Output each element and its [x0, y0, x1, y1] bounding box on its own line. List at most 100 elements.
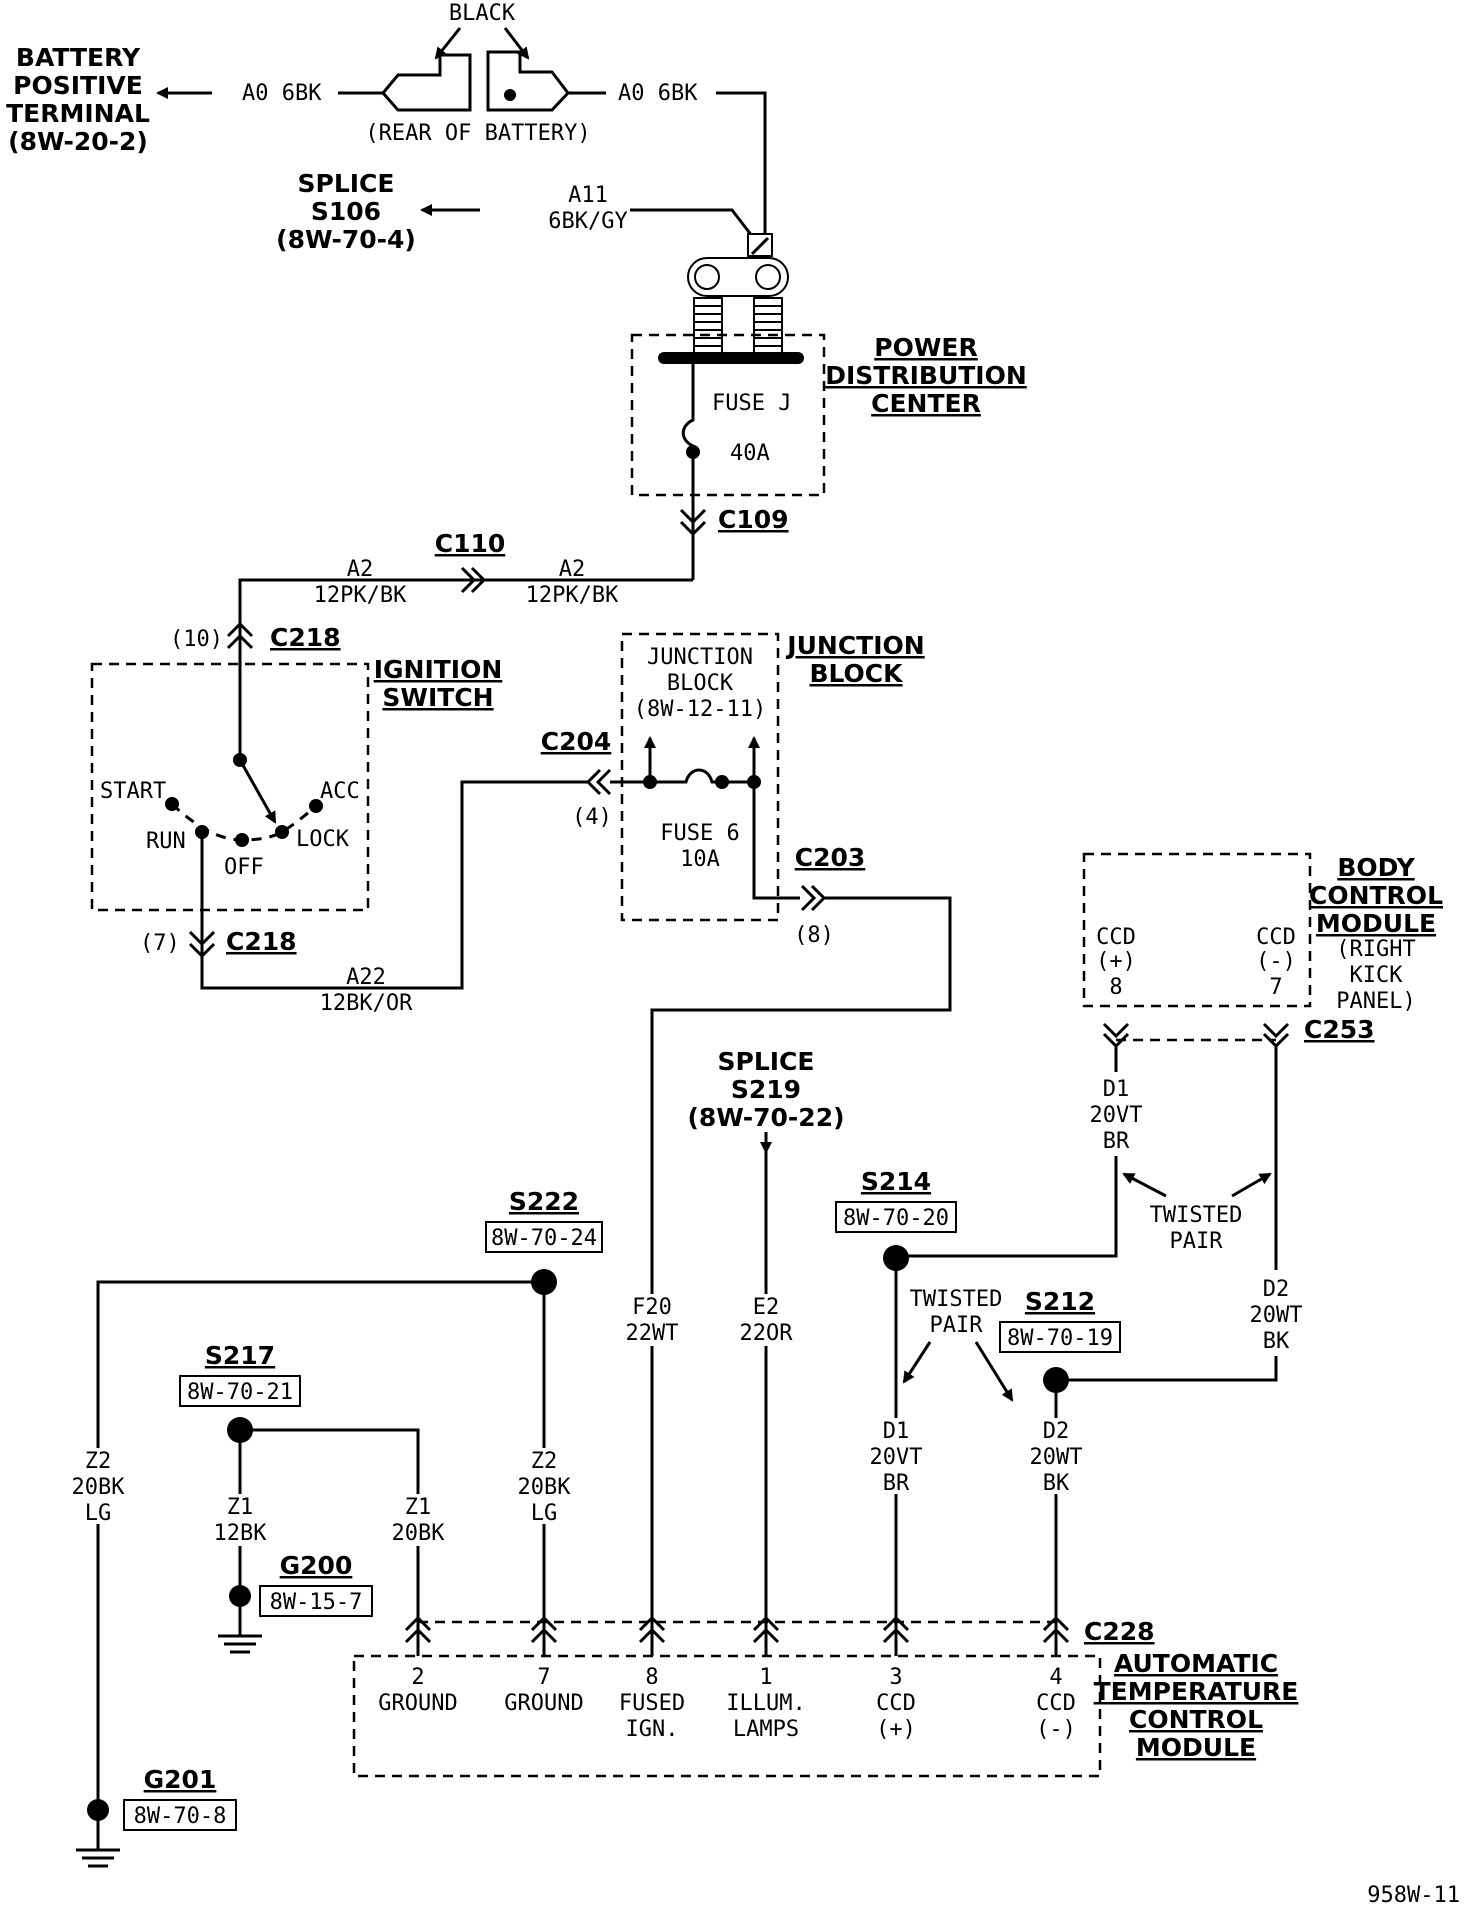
- c228-pin-2-connector-symbol: [404, 1615, 432, 1644]
- z1-right-1: Z1: [405, 1495, 432, 1520]
- s217-name: S217: [205, 1341, 275, 1370]
- a22-wire-1: A22: [346, 965, 386, 990]
- black-arrow-left: [434, 27, 462, 60]
- c228-pin-4-connector-symbol: [1042, 1615, 1070, 1644]
- c228-pin-8-connector-symbol: [638, 1615, 666, 1644]
- atc-twisted-arrow-left: [902, 1341, 932, 1384]
- atc-pin-4: 4 CCD (-): [1036, 1615, 1076, 1742]
- atc-pin-8-name-1: FUSED: [619, 1691, 685, 1716]
- atc-pin-1-name-2: LAMPS: [733, 1717, 799, 1742]
- bcm-pin-neg-3: 7: [1269, 975, 1282, 1000]
- z2-left-3: LG: [85, 1501, 112, 1526]
- wire-a11: [630, 208, 754, 237]
- bcm-location-2: KICK: [1350, 963, 1404, 988]
- junction-block-group: JUNCTION BLOCK (8W-12-11) JUNCTION BLOCK…: [541, 631, 952, 1648]
- s106-title-1: SPLICE: [298, 169, 395, 198]
- ignition-lock-contact: [275, 825, 289, 839]
- e2-1: E2: [753, 1295, 780, 1320]
- bcm-d1-1: D1: [1103, 1077, 1130, 1102]
- ignition-switch-box: [90, 662, 370, 912]
- atc-pin-8-name-2: IGN.: [626, 1717, 679, 1742]
- s222-ref: 8W-70-24: [491, 1226, 597, 1251]
- splice-s217-group: S217 8W-70-21 G200 8W-15-7: [179, 1341, 420, 1654]
- pdc-title-2: DISTRIBUTION: [825, 361, 1027, 390]
- g200-ref: 8W-15-7: [270, 1590, 363, 1615]
- g200-ref-box: [259, 1585, 373, 1617]
- bcm-twisted-arrow-left: [1122, 1172, 1167, 1198]
- atc-pin-4-name-2: (-): [1036, 1717, 1076, 1742]
- bcm-group: BODY CONTROL MODULE (RIGHT KICK PANEL) C…: [888, 852, 1443, 1382]
- c110-connector-symbol: [460, 566, 487, 594]
- c218-top-label: C218: [270, 623, 341, 652]
- ignition-pos-acc: ACC: [320, 779, 360, 804]
- bcm-d2-1: D2: [1263, 1277, 1290, 1302]
- g200-name: G200: [280, 1551, 353, 1580]
- atc-pin-3-num: 3: [889, 1665, 902, 1690]
- battery-title-4: (8W-20-2): [8, 127, 148, 156]
- figure-id: 958W-11: [1367, 1883, 1460, 1908]
- wire-z1-right: [240, 1428, 420, 1648]
- c110-wire-right-1: A2: [559, 557, 586, 582]
- fuse-6-symbol: [650, 768, 722, 784]
- bcm-pin-pos-2: (+): [1096, 949, 1136, 974]
- c218-bottom-pin: (7): [140, 931, 180, 956]
- bcm-d1-2: 20VT: [1090, 1103, 1143, 1128]
- e2-2: 22OR: [740, 1321, 794, 1346]
- lower-wire-labels: Z2 20BK LG Z2 20BK LG Z1 12BK Z1 20BK F2…: [68, 1294, 1090, 1546]
- atc-pin-4-name-1: CCD: [1036, 1691, 1076, 1716]
- s222-name: S222: [509, 1187, 579, 1216]
- battery-cable-clamp-right: [486, 50, 570, 112]
- d1-atc-3: BR: [883, 1471, 910, 1496]
- s214-name: S214: [861, 1167, 931, 1196]
- s222-ref-box: [485, 1221, 603, 1253]
- z2-right-1: Z2: [531, 1449, 558, 1474]
- c109-label: C109: [718, 505, 789, 534]
- wire-f20: [650, 896, 952, 1648]
- c228-pin-1-connector-symbol: [752, 1615, 780, 1644]
- junction-block-box: [620, 632, 780, 922]
- jb-title-1: JUNCTION: [785, 631, 924, 660]
- atc-module-group: C228 AUTOMATIC TEMPERATURE CONTROL MODUL…: [352, 1615, 1298, 1778]
- atc-module-box: [352, 1654, 1102, 1778]
- a22-wire-2: 12BK/OR: [320, 991, 413, 1016]
- ignition-switch-group: (10) C218 IGNITION SWITCH START RUN OFF …: [90, 621, 588, 1016]
- battery-title-3: TERMINAL: [6, 99, 150, 128]
- atc-pin-8: 8 FUSED IGN.: [619, 1615, 685, 1742]
- battery-terminal-group: BATTERY POSITIVE TERMINAL (8W-20-2) A0 6…: [6, 1, 767, 236]
- s219-title-2: S219: [731, 1075, 801, 1104]
- fuse-6-rating: 10A: [680, 847, 720, 872]
- c110-group: C110 A2 12PK/BK A2 12PK/BK: [238, 529, 693, 760]
- c203-label: C203: [795, 843, 866, 872]
- s219-title-1: SPLICE: [718, 1047, 815, 1076]
- s214-ref: 8W-70-20: [843, 1206, 949, 1231]
- d1-atc-2: 20VT: [870, 1445, 923, 1470]
- bcm-title-2: CONTROL: [1309, 881, 1443, 910]
- pdc-stud-left: [693, 297, 723, 355]
- ignition-title-2: SWITCH: [382, 683, 493, 712]
- bcm-pin-neg-2: (-): [1256, 949, 1296, 974]
- ignition-wiper-arrow: [238, 759, 277, 824]
- ignition-pos-start: START: [100, 779, 166, 804]
- atc-title-3: CONTROL: [1129, 1705, 1263, 1734]
- c218-top-pin: (10): [170, 627, 223, 652]
- s217-ref: 8W-70-21: [187, 1380, 293, 1405]
- wire-d2-bcm-lower: [1056, 1356, 1278, 1382]
- bcm-title-1: BODY: [1337, 853, 1415, 882]
- bcm-d1-3: BR: [1103, 1129, 1130, 1154]
- z1-right-2: 20BK: [392, 1521, 446, 1546]
- s212-ref: 8W-70-19: [1007, 1326, 1113, 1351]
- z2-left-1: Z2: [85, 1449, 112, 1474]
- s106-wire-1: A11: [568, 183, 608, 208]
- pdc-group: FUSE J 40A C109 POWER DISTRIBUTION CENTE…: [630, 233, 1027, 580]
- pdc-box: [630, 333, 826, 497]
- bcm-pin-pos-1: CCD: [1096, 925, 1136, 950]
- battery-title-1: BATTERY: [16, 43, 141, 72]
- c109-connector-symbol: [679, 508, 707, 537]
- d2-atc-1: D2: [1043, 1419, 1070, 1444]
- ignition-pos-lock: LOCK: [296, 827, 350, 852]
- z1-left-1: Z1: [227, 1495, 254, 1520]
- atc-title-1: AUTOMATIC: [1114, 1649, 1278, 1678]
- bcm-twisted-2: PAIR: [1170, 1229, 1224, 1254]
- c228-label: C228: [1084, 1617, 1155, 1646]
